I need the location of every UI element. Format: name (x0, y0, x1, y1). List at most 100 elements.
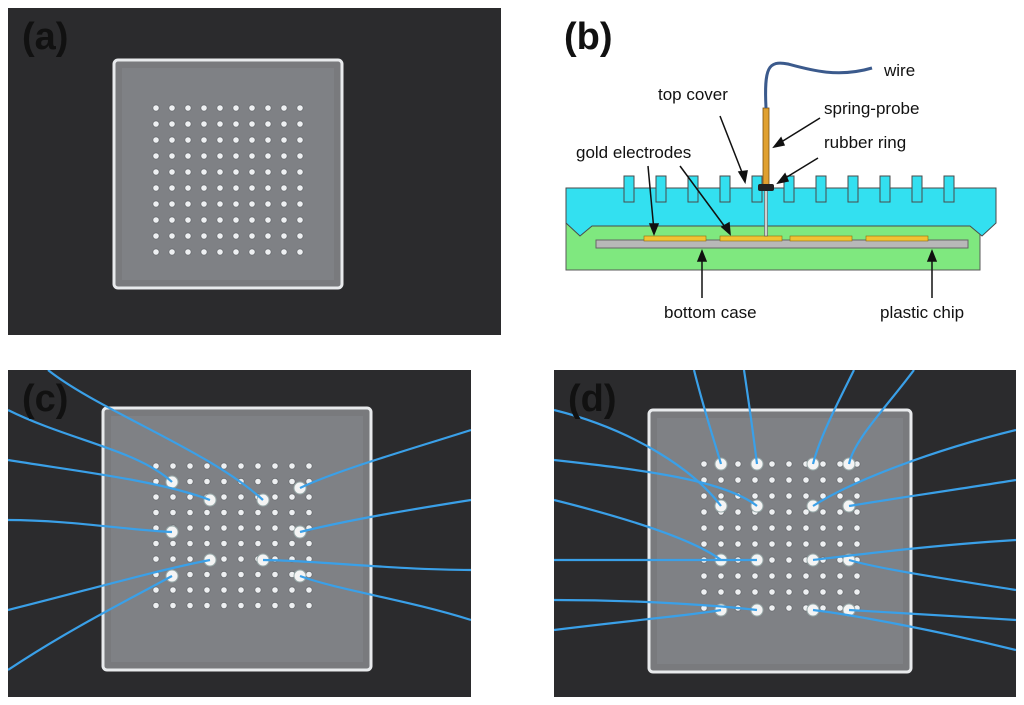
chip-well (232, 216, 240, 224)
chip-well (237, 555, 245, 563)
chip-well (237, 601, 245, 610)
gold-electrode-4 (865, 235, 929, 242)
chip-well (819, 524, 827, 532)
gold-electrode-2 (719, 235, 783, 242)
chip-well (152, 168, 160, 176)
chip-well (264, 232, 272, 240)
probe-wire (8, 575, 173, 671)
chip-well (264, 136, 272, 144)
label-bottom-case: bottom case (664, 303, 757, 322)
chip-well (785, 476, 793, 484)
chip-well (184, 136, 192, 144)
chip-well (768, 588, 776, 596)
chip-well (186, 555, 194, 563)
chip-well (200, 120, 208, 128)
chip-well (751, 540, 759, 548)
chip-well (785, 588, 793, 596)
probe-wire (848, 478, 1016, 508)
chip-well (280, 216, 288, 224)
arrowhead-gold-electrode-right (720, 221, 731, 236)
chip-well (751, 476, 759, 484)
gold-electrode-3 (789, 235, 853, 242)
spring-probe-shape (762, 107, 770, 187)
probe-wire (848, 608, 1016, 622)
chip-well (768, 460, 776, 468)
pillar (623, 175, 635, 203)
chip-well (216, 152, 224, 160)
chip-well (271, 477, 279, 486)
chip-well (237, 508, 245, 517)
chip-well (216, 232, 224, 240)
chip-well (802, 492, 810, 500)
chip-well (264, 216, 272, 224)
probe-wire (554, 598, 758, 612)
chip-well (288, 462, 296, 470)
chip-well (220, 524, 228, 532)
chip-well (152, 555, 160, 563)
panel-d-photo: (d) (554, 370, 1016, 697)
chip-well (288, 493, 296, 501)
chip-well (186, 586, 194, 594)
chip-well (200, 168, 208, 176)
panel-a-photo: (a) (8, 8, 501, 335)
probe-wire (299, 428, 471, 489)
chip-well (220, 601, 228, 610)
chip-photo-a (112, 58, 344, 290)
probe-wire (299, 574, 471, 622)
chip-well (169, 586, 177, 594)
probe-wire (742, 370, 759, 465)
chip-well (232, 168, 240, 176)
chip-well (186, 477, 194, 486)
chip-well (734, 476, 742, 484)
chip-well (836, 476, 844, 484)
label-plastic-chip: plastic chip (880, 303, 964, 322)
chip-well (264, 168, 272, 176)
chip-well (169, 555, 177, 563)
chip-well (305, 601, 313, 610)
chip-well (700, 460, 708, 468)
chip-well (168, 104, 176, 112)
chip-well (836, 524, 844, 532)
chip-well (802, 508, 810, 516)
chip-well (220, 493, 228, 501)
panel-b-label: (b) (564, 16, 613, 58)
chip-well (751, 524, 759, 532)
chip-well (216, 120, 224, 128)
chip-well (248, 104, 256, 112)
chip-well (152, 184, 160, 192)
chip-well (271, 524, 279, 532)
chip-well (296, 104, 304, 112)
chip-well (169, 493, 177, 501)
chip-well (853, 492, 861, 500)
chip-well (203, 524, 211, 532)
chip-well (734, 524, 742, 532)
panel-a-label: (a) (22, 16, 69, 58)
chip-well (248, 168, 256, 176)
chip-well (184, 200, 192, 208)
chip-well (203, 570, 211, 579)
label-spring-probe: spring-probe (824, 99, 919, 118)
chip-well (836, 460, 844, 468)
chip-well (186, 570, 194, 579)
chip-well (237, 570, 245, 579)
chip-well (216, 248, 224, 256)
chip-well (264, 152, 272, 160)
chip-well (717, 572, 725, 580)
chip-well (200, 152, 208, 160)
probe-wire (8, 518, 173, 534)
chip-well (220, 555, 228, 563)
chip-well (216, 104, 224, 112)
chip-well (280, 120, 288, 128)
chip-well (280, 104, 288, 112)
top-cover-pillars (623, 175, 955, 203)
chip-well (288, 586, 296, 594)
chip-well (254, 601, 262, 610)
chip-well (700, 524, 708, 532)
chip-well (819, 540, 827, 548)
chip-well (168, 216, 176, 224)
chip-well (248, 184, 256, 192)
chip-well (305, 508, 313, 517)
chip-well (819, 460, 827, 468)
chip-well (305, 539, 313, 548)
chip-well (700, 540, 708, 548)
